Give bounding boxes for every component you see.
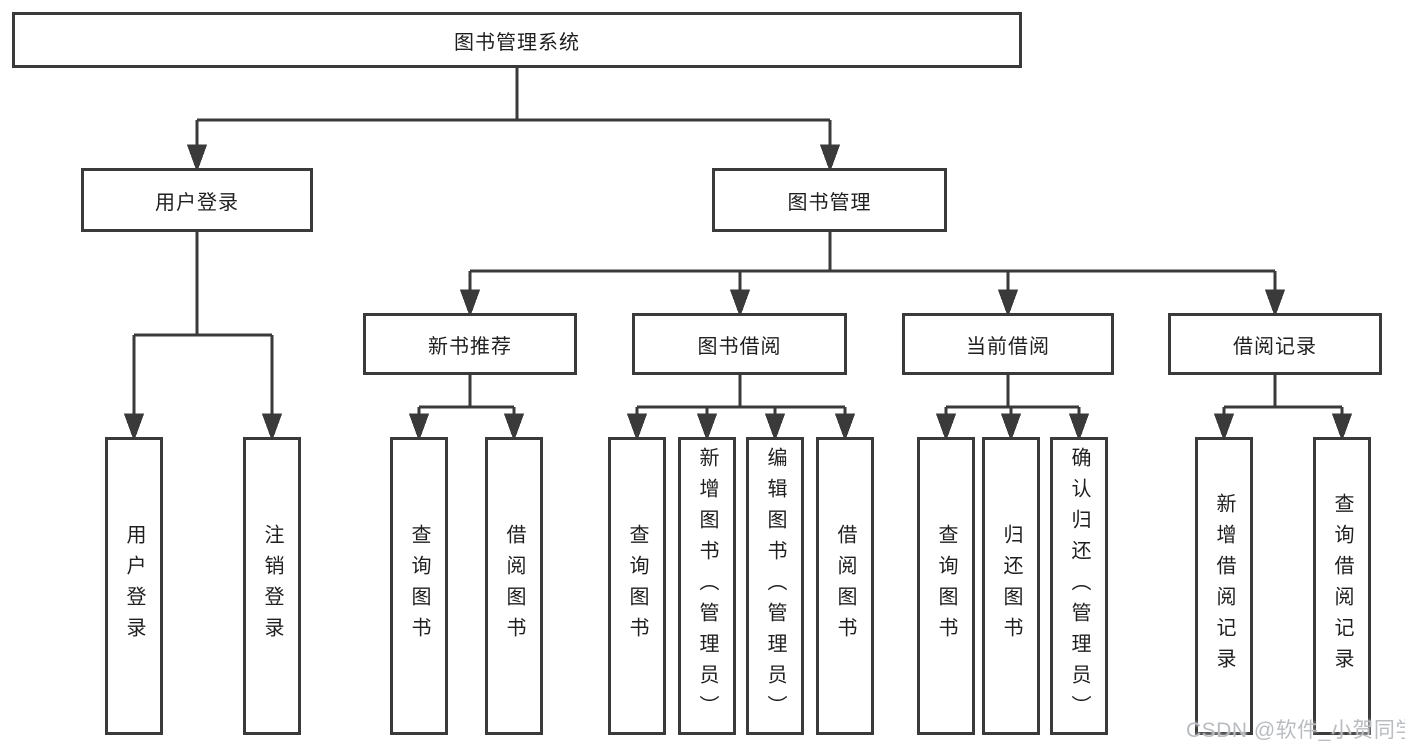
- arrowhead-icon: [503, 413, 525, 442]
- node-user-login: 用户登录: [81, 168, 313, 232]
- node-label: 借阅图书: [834, 524, 856, 648]
- leaf-query-books-recommendation: 查询图书: [390, 437, 448, 735]
- arrowhead-icon: [408, 413, 430, 442]
- connector-borrowing-records-children: [1213, 375, 1353, 442]
- arrowhead-icon: [834, 413, 856, 442]
- node-label: 图书管理: [787, 191, 872, 214]
- leaf-user-login: 用户登录: [105, 437, 163, 735]
- arrowhead-icon: [459, 289, 481, 318]
- leaf-add-books-admin: 新增图书（管理员）: [678, 437, 736, 735]
- leaf-return-books: 归还图书: [982, 437, 1040, 735]
- leaf-query-books-borrowing: 查询图书: [608, 437, 666, 735]
- arrowhead-icon: [123, 413, 145, 442]
- arrowhead-icon: [1213, 413, 1235, 442]
- connector-new-book-recommendation-children: [408, 375, 525, 442]
- connector-user-login-children: [123, 232, 283, 442]
- node-label: 借阅记录: [1233, 335, 1317, 358]
- connector-book-borrowing-children: [626, 375, 856, 442]
- node-current-borrowing: 当前借阅: [902, 313, 1114, 375]
- node-label: 编辑图书（管理员）: [764, 446, 786, 726]
- node-label: 借阅图书: [503, 524, 525, 648]
- arrowhead-icon: [1264, 289, 1286, 318]
- arrowhead-icon: [186, 144, 208, 173]
- node-label: 归还图书: [1000, 524, 1022, 648]
- leaf-confirm-return-admin: 确认归还（管理员）: [1050, 437, 1108, 735]
- node-label: 查询图书: [626, 524, 648, 648]
- node-label: 新书推荐: [428, 335, 512, 358]
- node-label: 用户登录: [123, 524, 145, 648]
- node-label: 新增借阅记录: [1213, 493, 1235, 679]
- node-label: 查询图书: [935, 524, 957, 648]
- node-label: 注销登录: [261, 524, 283, 648]
- arrowhead-icon: [696, 413, 718, 442]
- node-book-borrowing: 图书借阅: [632, 313, 847, 375]
- node-label: 用户登录: [155, 191, 239, 214]
- arrowhead-icon: [764, 413, 786, 442]
- node-book-management: 图书管理: [712, 168, 947, 232]
- node-library-management-system: 图书管理系统: [12, 12, 1022, 68]
- node-label: 查询借阅记录: [1331, 493, 1353, 679]
- node-label: 图书借阅: [697, 335, 782, 358]
- leaf-logout: 注销登录: [243, 437, 301, 735]
- arrowhead-icon: [1068, 413, 1090, 442]
- node-label: 新增图书（管理员）: [696, 446, 718, 726]
- leaf-query-books-current: 查询图书: [917, 437, 975, 735]
- node-label: 当前借阅: [966, 335, 1050, 358]
- leaf-borrow-books: 借阅图书: [816, 437, 874, 735]
- arrowhead-icon: [626, 413, 648, 442]
- arrowhead-icon: [997, 289, 1019, 318]
- arrowhead-icon: [1331, 413, 1353, 442]
- connector-book-management-children: [459, 232, 1286, 318]
- arrowhead-icon: [935, 413, 957, 442]
- arrowhead-icon: [261, 413, 283, 442]
- node-label: 查询图书: [408, 524, 430, 648]
- connector-root-to-level2: [186, 68, 841, 173]
- leaf-borrow-books-recommendation: 借阅图书: [485, 437, 543, 735]
- leaf-edit-books-admin: 编辑图书（管理员）: [746, 437, 804, 735]
- node-label: 确认归还（管理员）: [1068, 446, 1090, 726]
- arrowhead-icon: [819, 144, 841, 173]
- arrowhead-icon: [729, 289, 751, 318]
- csdn-watermark: CSDN @软件_小贺同学: [1186, 719, 1405, 742]
- node-new-book-recommendation: 新书推荐: [363, 313, 577, 375]
- node-label: 图书管理系统: [454, 31, 580, 54]
- leaf-add-borrow-record: 新增借阅记录: [1195, 437, 1253, 735]
- arrowhead-icon: [1000, 413, 1022, 442]
- node-borrowing-records: 借阅记录: [1168, 313, 1382, 375]
- connector-current-borrowing-children: [935, 375, 1090, 442]
- leaf-query-borrow-record: 查询借阅记录: [1313, 437, 1371, 735]
